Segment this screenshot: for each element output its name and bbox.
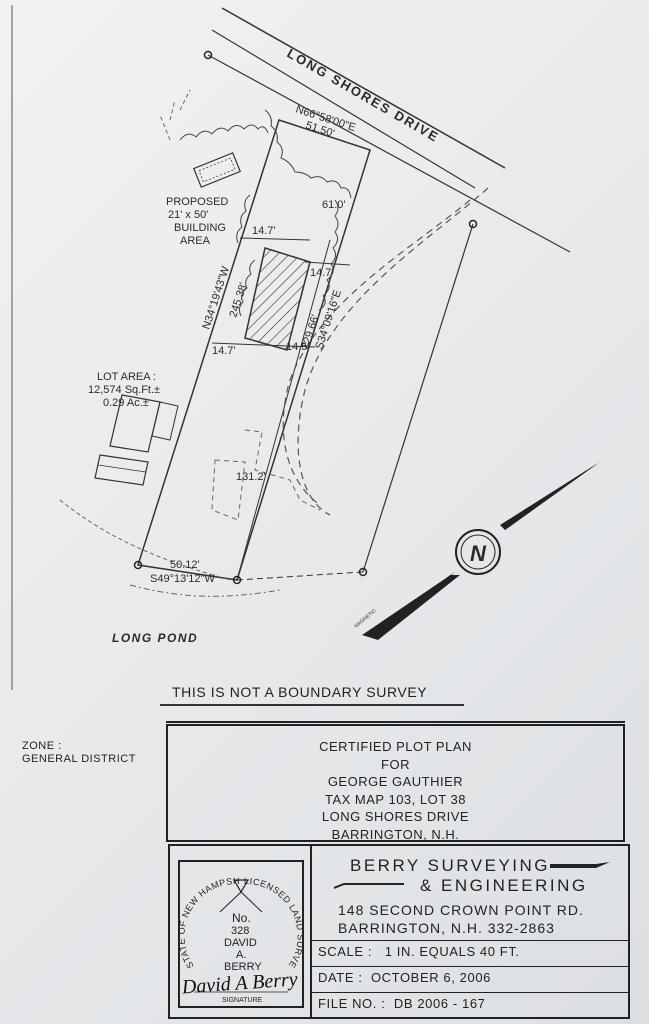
- lot-area-label: LOT AREA :: [97, 371, 156, 383]
- firm-block: BERRY SURVEYING & ENGINEERING 148 SECOND…: [312, 844, 630, 1019]
- scale-value: 1 IN. EQUALS 40 FT.: [384, 944, 520, 959]
- file-row: FILE NO. : DB 2006 - 167: [312, 992, 628, 1015]
- site-plan-drawing: N MAGNETIC LONG SHORES DRIVE N66°58'00"E…: [11, 5, 600, 690]
- surveyor-seal-box: STATE OF NEW HAMPSHIRE LICENSED LAND SUR…: [168, 844, 312, 1019]
- firm-logo-line: [334, 883, 404, 889]
- date-row: DATE : OCTOBER 6, 2006: [312, 966, 628, 989]
- rear-distance-label: 50.12': [170, 559, 200, 571]
- file-value: DB 2006 - 167: [393, 996, 486, 1011]
- title-block: CERTIFIED PLOT PLAN FOR GEORGE GAUTHIER …: [166, 724, 625, 842]
- seal-number: 328: [231, 925, 249, 937]
- lot-area-acres: 0.29 Ac.±: [103, 397, 149, 409]
- seal-middle: A.: [236, 949, 246, 961]
- seal-first-name: DAVID: [224, 937, 257, 949]
- left-bearing-label: N34°19'43"W: [200, 264, 232, 331]
- north-arrow: N MAGNETIC: [353, 462, 600, 640]
- zone-value: GENERAL DISTRICT: [22, 753, 136, 765]
- road-centerline: [207, 54, 571, 253]
- date-label: DATE :: [318, 970, 363, 985]
- svg-text:STATE OF NEW HAMPSHIRE: STATE OF NEW HAMPSHIRE: [180, 862, 240, 970]
- seal-graphic: STATE OF NEW HAMPSHIRE LICENSED LAND SUR…: [180, 862, 302, 1004]
- notice-underline: [160, 704, 464, 706]
- setback-right-bottom-label: 14.5': [286, 341, 310, 353]
- proposed-label: PROPOSED: [166, 196, 228, 208]
- title-line: FOR: [381, 756, 410, 772]
- date-value: OCTOBER 6, 2006: [370, 970, 492, 985]
- title-line: BARRINGTON, N.H.: [331, 826, 460, 842]
- tree-line: [236, 194, 251, 244]
- tree-line: [264, 109, 352, 199]
- title-line: CERTIFIED PLOT PLAN: [319, 739, 472, 754]
- title-block-rule: [166, 721, 625, 723]
- zone-info: ZONE : GENERAL DISTRICT: [22, 740, 136, 766]
- file-label: FILE NO. :: [318, 996, 386, 1011]
- seal-last-name: BERRY: [224, 961, 262, 973]
- seal-signature-label: SIGNATURE: [222, 997, 263, 1004]
- rear-bearing-label: S49°13'12"W: [150, 573, 215, 585]
- signature-script: David A Berry: [180, 968, 298, 998]
- lot-boundary: [137, 119, 371, 581]
- dock-outline: [244, 429, 321, 511]
- title-line: TAX MAP 103, LOT 38: [324, 791, 466, 807]
- scale-label: SCALE :: [318, 944, 373, 959]
- left-distance-label: 245.38': [227, 281, 249, 319]
- signature-graphic: David A Berry: [180, 968, 298, 998]
- distance-61-label: 61.0': [322, 199, 346, 211]
- tree-line: [179, 124, 269, 141]
- firm-city-phone: BARRINGTON, N.H. 332-2863: [338, 920, 555, 936]
- proposed-building-area: [244, 247, 311, 351]
- north-label: N: [470, 541, 487, 566]
- setback-line: [239, 237, 311, 241]
- firm-address: 148 SECOND CROWN POINT RD.: [338, 902, 584, 918]
- scale-row: SCALE : 1 IN. EQUALS 40 FT.: [312, 940, 628, 963]
- distance-131-label: 131.2': [236, 471, 266, 483]
- tree-line: [238, 259, 256, 317]
- zone-label: ZONE :: [22, 740, 62, 752]
- building-label: BUILDING: [174, 222, 226, 234]
- lot-area-sqft: 12,574 Sq.Ft.±: [88, 384, 160, 396]
- shoreline-dashed: [282, 199, 471, 506]
- surveyor-seal: STATE OF NEW HAMPSHIRE LICENSED LAND SUR…: [178, 860, 304, 1008]
- magnetic-label: MAGNETIC: [353, 608, 377, 630]
- setback-left-bottom-label: 14.7': [212, 345, 236, 357]
- setback-right-top-label: 14.7': [310, 267, 334, 279]
- pond-label: LONG POND: [112, 631, 198, 645]
- firm-logo-arrow: [550, 862, 610, 868]
- shed-structure: [193, 152, 241, 188]
- setback-line: [286, 345, 316, 348]
- not-boundary-survey-notice: THIS IS NOT A BOUNDARY SURVEY: [172, 684, 428, 700]
- road-edge-line: [221, 7, 506, 169]
- setback-top-label: 14.7': [252, 225, 276, 237]
- setback-line: [304, 261, 351, 266]
- seal-no: No.: [232, 911, 251, 925]
- shoreline-dashed: [59, 499, 231, 581]
- rear-line: [236, 571, 364, 581]
- seal-arc-left: STATE OF NEW HAMPSHIRE: [180, 862, 239, 970]
- proposed-size-label: 21' x 50': [168, 209, 208, 221]
- area-label: AREA: [180, 235, 211, 247]
- firm-name-line1: BERRY SURVEYING: [350, 856, 551, 875]
- existing-house: [94, 394, 179, 486]
- shoreline-dashed: [297, 187, 489, 516]
- firm-name-line2: & ENGINEERING: [420, 876, 588, 895]
- neighbor-line: [362, 223, 474, 573]
- title-line: GEORGE GAUTHIER: [327, 774, 464, 789]
- setback-line: [211, 342, 288, 347]
- dock-outline: [211, 459, 246, 521]
- shoreline-dashed: [129, 584, 281, 597]
- tree-line: [318, 199, 339, 311]
- survey-monuments: [133, 50, 478, 585]
- title-line: LONG SHORES DRIVE: [321, 809, 470, 824]
- road-edge-line: [211, 29, 476, 189]
- tree-line: [159, 89, 191, 141]
